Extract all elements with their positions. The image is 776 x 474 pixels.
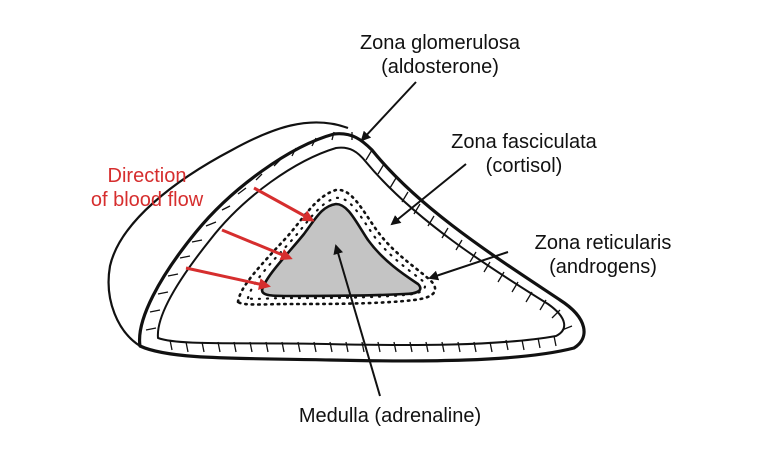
zona-fasciculata-hormone: (cortisol) bbox=[485, 155, 563, 177]
zona-glomerulosa-label: Zona glomerulosa (aldosterone) bbox=[320, 31, 560, 79]
glomerulosa-leader-arrow bbox=[360, 81, 417, 142]
zona-fasciculata-label: Zona fasciculata (cortisol) bbox=[424, 130, 624, 178]
zona-reticularis-name: Zona reticularis bbox=[534, 232, 672, 254]
fasciculata-leader-arrow bbox=[390, 163, 467, 226]
blood-flow-label: Direction of blood flow bbox=[62, 164, 232, 212]
medulla-label: Medulla (adrenaline) bbox=[270, 404, 510, 428]
zona-glomerulosa-name: Zona glomerulosa bbox=[359, 32, 521, 54]
zona-fasciculata-name: Zona fasciculata bbox=[451, 131, 597, 153]
capsule-hatching bbox=[145, 131, 573, 353]
zona-glomerulosa-hormone: (aldosterone) bbox=[381, 56, 499, 78]
blood-flow-arrow-2 bbox=[221, 228, 293, 261]
blood-flow-line-1: Direction bbox=[107, 165, 187, 187]
blood-flow-arrow-3 bbox=[185, 266, 271, 290]
medulla-text: Medulla (adrenaline) bbox=[298, 405, 482, 427]
blood-flow-line-2: of blood flow bbox=[90, 189, 204, 211]
capsule-back-edge bbox=[107, 121, 349, 347]
zona-reticularis-hormone: (androgens) bbox=[549, 256, 657, 278]
reticularis-stipple-outer bbox=[236, 188, 437, 306]
blood-flow-arrow-1 bbox=[253, 186, 315, 222]
reticularis-leader-arrow bbox=[428, 251, 509, 281]
zona-reticularis-label: Zona reticularis (androgens) bbox=[498, 231, 708, 279]
medulla-leader-arrow bbox=[333, 244, 381, 397]
